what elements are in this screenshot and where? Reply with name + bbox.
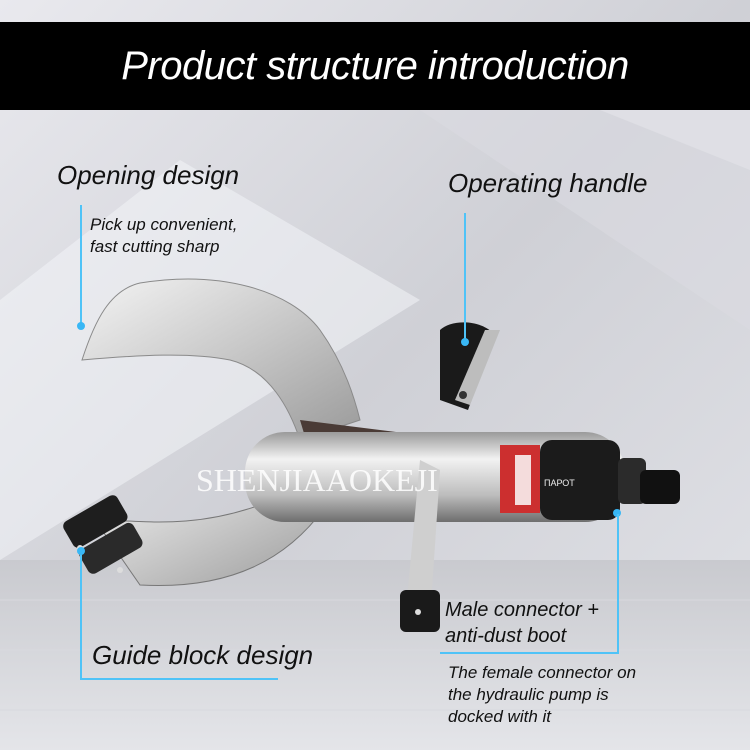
opening-design-marker	[77, 322, 85, 330]
opening-design-leader-line	[80, 205, 82, 327]
watermark: SHENJIAAOKEJI	[196, 462, 438, 498]
operating-handle-marker	[461, 338, 469, 346]
connector-leader-line	[617, 514, 619, 654]
connector-title-line1: Male connector +	[445, 599, 599, 621]
opening-design-desc-line1: Pick up convenient,	[90, 215, 238, 234]
header-banner: Product structure introduction	[0, 22, 750, 110]
connector-desc-line3: docked with it	[448, 707, 551, 726]
operating-handle-title: Operating handle	[448, 168, 648, 198]
connector-desc-line2: the hydraulic pump is	[448, 685, 609, 704]
connector-underline	[440, 652, 618, 654]
opening-design-title: Opening design	[57, 160, 240, 190]
opening-design-desc-line2: fast cutting sharp	[90, 237, 220, 256]
guide-block-title: Guide block design	[92, 640, 314, 670]
connector-desc-line1: The female connector on	[448, 663, 637, 682]
connector-marker	[613, 509, 621, 517]
connector-title-line2: anti-dust boot	[445, 625, 567, 647]
page-title: Product structure introduction	[121, 44, 629, 88]
guide-block-marker	[77, 547, 85, 555]
operating-handle-leader-line	[464, 213, 466, 343]
guide-block-leader-line	[80, 551, 82, 678]
guide-block-underline	[80, 678, 278, 680]
product-label: ПАРОТ	[544, 478, 575, 488]
